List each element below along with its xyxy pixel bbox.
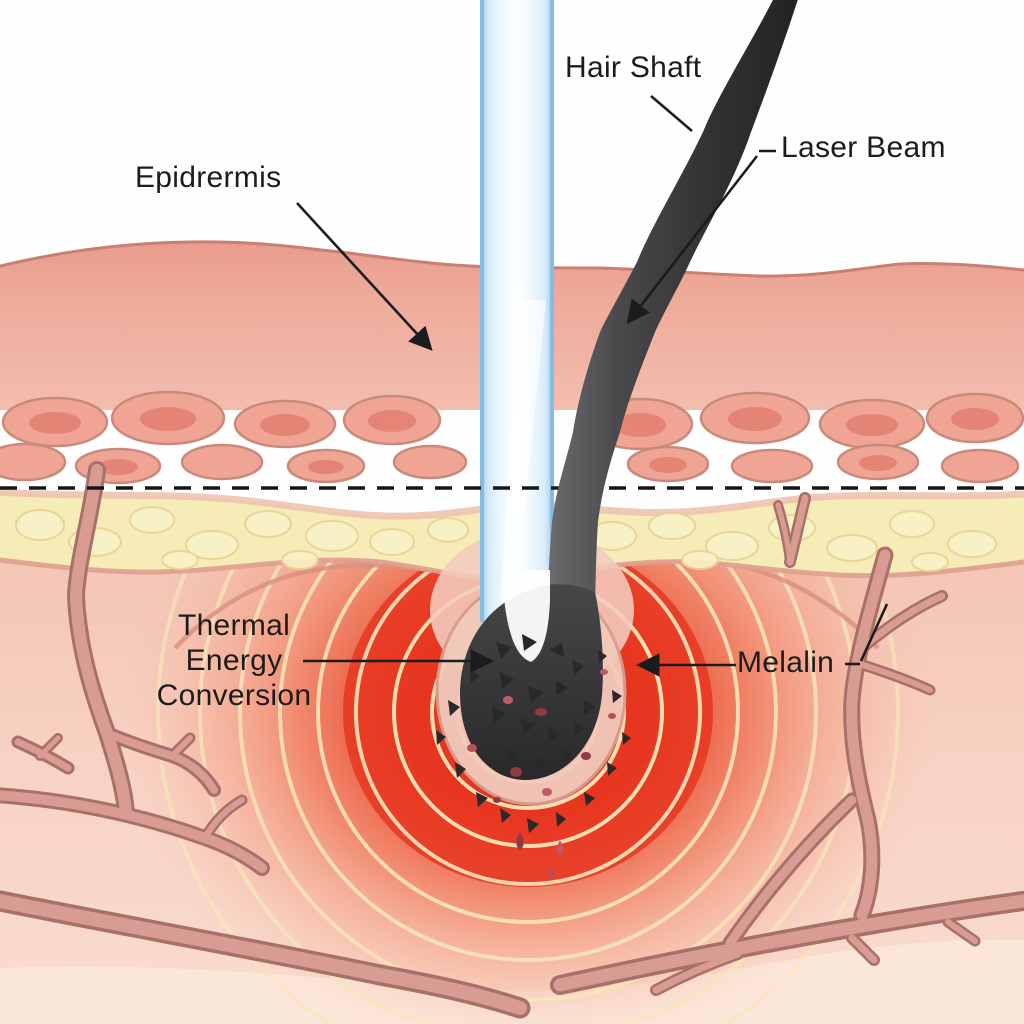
melanin-fragments: [436, 634, 631, 879]
laser-beam-graphic: [480, 0, 554, 640]
laser-beam-leader-arrow: [626, 155, 759, 325]
label-melanin: Melalin: [737, 646, 835, 679]
deep-dermis-band: [0, 939, 1024, 1024]
label-epidermis: Epidrermis: [135, 161, 282, 194]
epidermis-cell-layer: [0, 390, 1024, 485]
hair-shaft-graphic: [548, 0, 798, 602]
melanin-leader-diagonal: [859, 603, 889, 662]
label-laser-beam: Laser Beam: [781, 131, 946, 164]
leader-lines: [296, 95, 889, 677]
follicle-bulb: [459, 570, 603, 781]
label-hair-shaft: Hair Shaft: [565, 51, 702, 84]
beam-tip: [504, 570, 550, 662]
blood-vessels: [0, 461, 1024, 1019]
epidermis-leader-arrow: [296, 202, 433, 351]
heat-rim-left: [173, 562, 431, 650]
label-thermal-energy-conversion: Thermal Energy Conversion: [156, 609, 312, 712]
hair-shaft-leader: [650, 95, 693, 132]
